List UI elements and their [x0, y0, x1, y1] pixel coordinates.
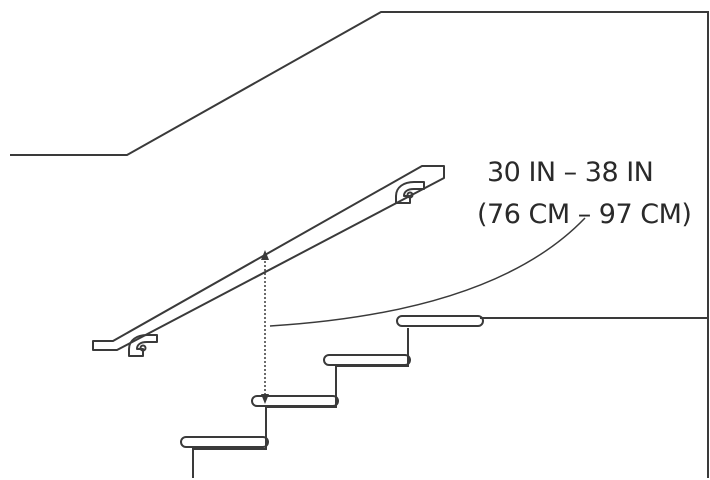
height-label-line-1: 30 IN – 38 IN [487, 157, 653, 188]
tread-4 [396, 315, 484, 327]
dimension-arrow-bottom [261, 394, 269, 404]
tread-1 [180, 436, 269, 448]
handrail-bar [92, 165, 445, 351]
height-dimension [261, 217, 586, 404]
tread-2 [251, 395, 339, 407]
bracket-lower [128, 334, 158, 357]
dimension-arrow-top [261, 250, 269, 260]
ceiling-line [10, 11, 709, 478]
leader-line [269, 217, 586, 327]
height-label-line-2: (76 CM – 97 CM) [477, 199, 691, 230]
stair-profile [192, 328, 409, 478]
tread-3 [323, 354, 411, 366]
staircase [180, 315, 484, 478]
wall-outline [10, 11, 709, 478]
bracket-upper [395, 181, 425, 204]
handrail [92, 165, 445, 357]
